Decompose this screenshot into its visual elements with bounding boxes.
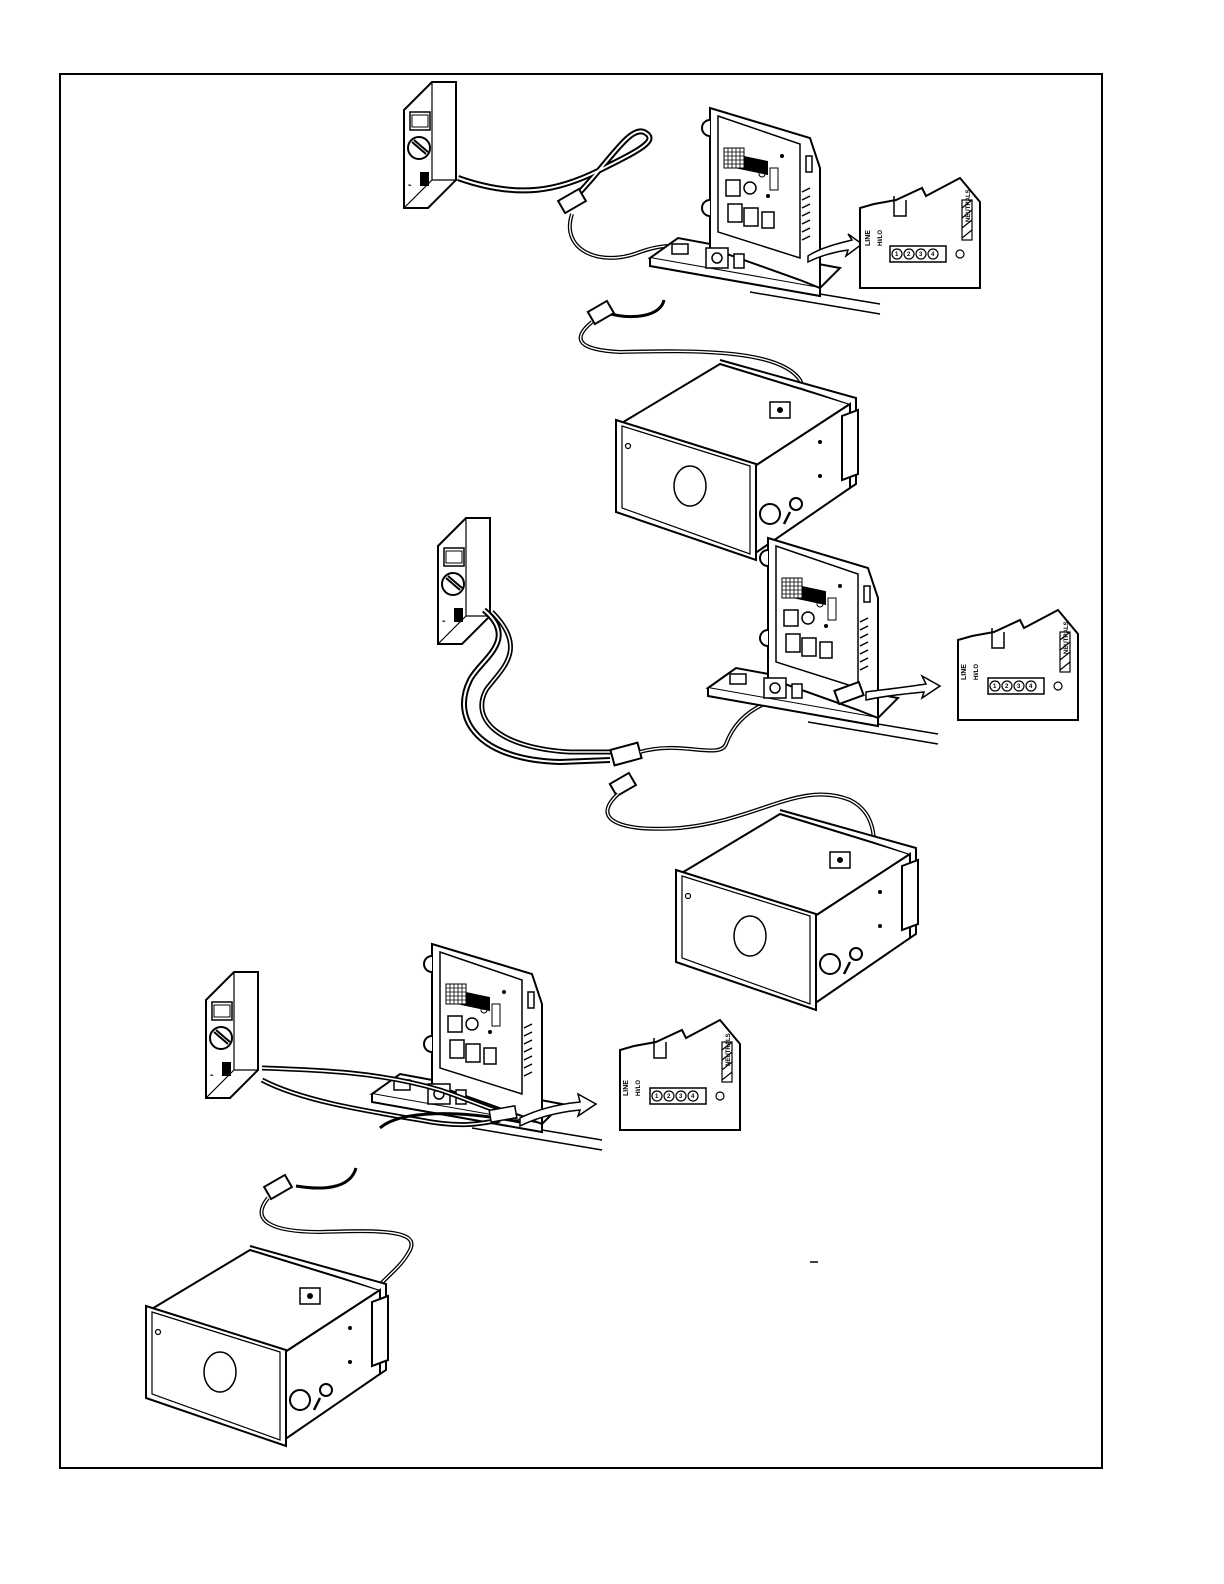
panel-1: LINE HI/LO NEUTRALS 1 2 3 4 bbox=[404, 82, 980, 560]
terminal-callout-3 bbox=[620, 1020, 740, 1130]
meter-leads-1 bbox=[458, 131, 650, 192]
control-board-1 bbox=[650, 108, 880, 314]
heater-unit-1 bbox=[616, 360, 858, 560]
neutrals-label: NEUTRALS bbox=[966, 189, 972, 222]
hi-lo-label: HI/LO bbox=[878, 230, 884, 246]
multimeter-1 bbox=[404, 82, 456, 208]
panel-2: LINE HI/LO NEUTRALS 1 2 3 4 bbox=[438, 518, 1078, 1010]
line-label: LINE bbox=[623, 1080, 630, 1096]
neutrals-label: NEUTRALS bbox=[726, 1033, 732, 1066]
panel-3: LINE HI/LO NEUTRALS 1 2 3 4 bbox=[146, 944, 818, 1446]
neutrals-label: NEUTRALS bbox=[1064, 621, 1070, 654]
heater-unit-2 bbox=[676, 810, 918, 1010]
multimeter-2 bbox=[438, 518, 490, 644]
line-label: LINE bbox=[961, 664, 968, 680]
multimeter-3 bbox=[206, 972, 258, 1098]
heater-unit-3 bbox=[146, 1246, 388, 1446]
line-label: LINE bbox=[865, 230, 872, 246]
hi-lo-label: HI/LO bbox=[974, 664, 980, 680]
hi-lo-label: HI/LO bbox=[636, 1080, 642, 1096]
control-board-2 bbox=[708, 538, 938, 744]
